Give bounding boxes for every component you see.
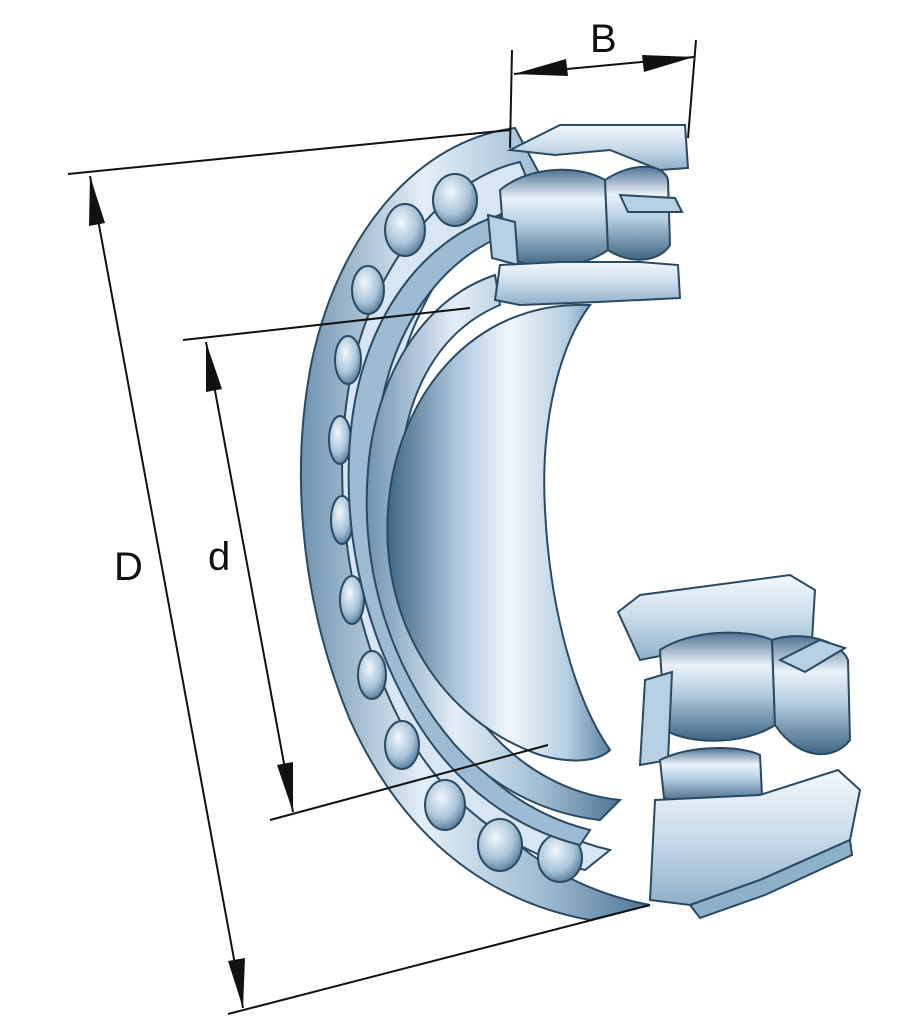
- lower-outer-ring-face: [688, 838, 854, 920]
- dimension-b-extension-left: [509, 49, 513, 149]
- bearing-illustration: [300, 124, 862, 922]
- upper-section: [486, 124, 690, 307]
- dimension-d-bore-label: d: [208, 535, 230, 579]
- dimension-d-bore-arrow-top: [206, 342, 222, 392]
- roller: [477, 818, 523, 872]
- roller: [384, 720, 420, 770]
- upper-cage-tab: [618, 193, 684, 213]
- dimension-d-bore: d: [182, 307, 549, 821]
- dimension-d-outer-arrow-top: [89, 176, 105, 226]
- dimension-d-bore-line: [205, 341, 294, 813]
- dimension-d-outer-label: D: [114, 545, 143, 589]
- lower-cage-tab-left: [638, 670, 674, 767]
- dimension-d-outer-extension-top: [67, 129, 511, 175]
- upper-cage-tab-left: [486, 213, 520, 267]
- lower-cage-tab-right: [777, 638, 848, 674]
- roller: [384, 203, 426, 257]
- dimension-d-outer-line: [89, 175, 244, 1009]
- bore-surface: [386, 303, 612, 762]
- dimension-b-extension-right: [687, 39, 697, 139]
- upper-inner-ring-section: [493, 261, 682, 307]
- roller: [351, 265, 385, 315]
- upper-roller-right: [603, 165, 672, 261]
- roller-ring: [328, 173, 583, 883]
- dimension-d-outer: D: [67, 129, 651, 1015]
- dimension-d-bore-arrow-bottom: [277, 762, 293, 812]
- dimension-d-bore-extension-bottom: [269, 744, 549, 821]
- lower-roller-left: [658, 631, 777, 742]
- roller: [424, 779, 466, 831]
- roller: [357, 650, 387, 700]
- dimension-b: B: [509, 17, 697, 149]
- roller: [432, 173, 478, 227]
- dimension-b-label: B: [590, 17, 617, 61]
- roller: [328, 415, 352, 465]
- dimension-b-arrow-right: [642, 55, 694, 72]
- dimension-d-outer-arrow-bottom: [228, 958, 245, 1008]
- roller: [334, 335, 362, 385]
- dimension-d-bore-extension-top: [182, 307, 471, 341]
- upper-outer-ring-section: [506, 124, 690, 172]
- dimension-b-arrow-left: [514, 59, 568, 76]
- lower-section: [616, 573, 862, 920]
- roller: [339, 575, 365, 625]
- dimension-d-outer-extension-bottom: [227, 904, 651, 1015]
